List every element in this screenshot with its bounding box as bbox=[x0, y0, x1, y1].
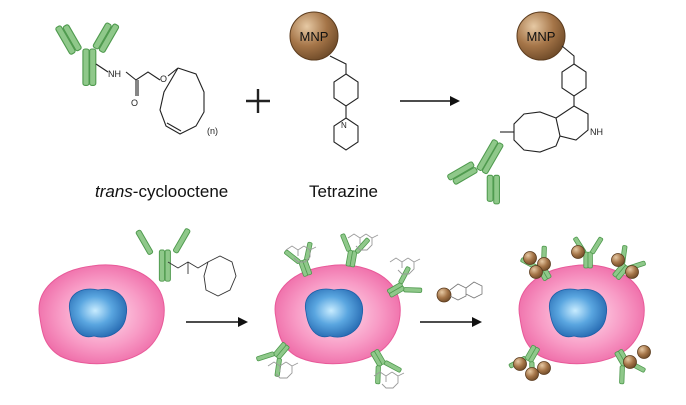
cell-mnp-labeled bbox=[506, 236, 651, 387]
reaction-arrow bbox=[400, 96, 460, 106]
trans-cyclooctene-label: trans-cyclooctene bbox=[95, 182, 228, 202]
plus-icon bbox=[246, 89, 270, 113]
capture-arrow bbox=[420, 317, 482, 327]
tetrazine-label: Tetrazine bbox=[309, 182, 378, 201]
mnp-product-label: MNP bbox=[527, 29, 556, 44]
trans-prefix: trans bbox=[95, 182, 133, 201]
antibody-product-icon bbox=[447, 139, 504, 205]
labeling-arrow bbox=[186, 317, 248, 327]
cell-antibody-labeled bbox=[254, 232, 425, 389]
nh-ring-label: NH bbox=[590, 127, 603, 137]
o-label: O bbox=[160, 74, 167, 84]
cyclooctene-suffix: -cyclooctene bbox=[132, 182, 229, 201]
antibody-icon bbox=[55, 22, 120, 86]
mnp-bead-product: MNP bbox=[516, 11, 566, 61]
antibody-tco-conjugate bbox=[135, 228, 237, 297]
mnp-tetrazine-conjugate bbox=[436, 281, 483, 303]
mnp-label: MNP bbox=[300, 29, 329, 44]
nh-label: NH bbox=[108, 69, 121, 79]
n-label: N bbox=[341, 121, 347, 130]
mnp-bead-tetrazine: MNP bbox=[289, 11, 339, 61]
product-structure bbox=[500, 45, 589, 153]
ring-n-label: (n) bbox=[207, 126, 218, 136]
tetrazine-structure bbox=[329, 55, 359, 151]
nucleus-icon bbox=[69, 288, 128, 338]
trans-cyclooctene-structure bbox=[95, 63, 205, 135]
cell-unlabeled bbox=[38, 264, 165, 365]
o2-label: O bbox=[131, 98, 138, 108]
